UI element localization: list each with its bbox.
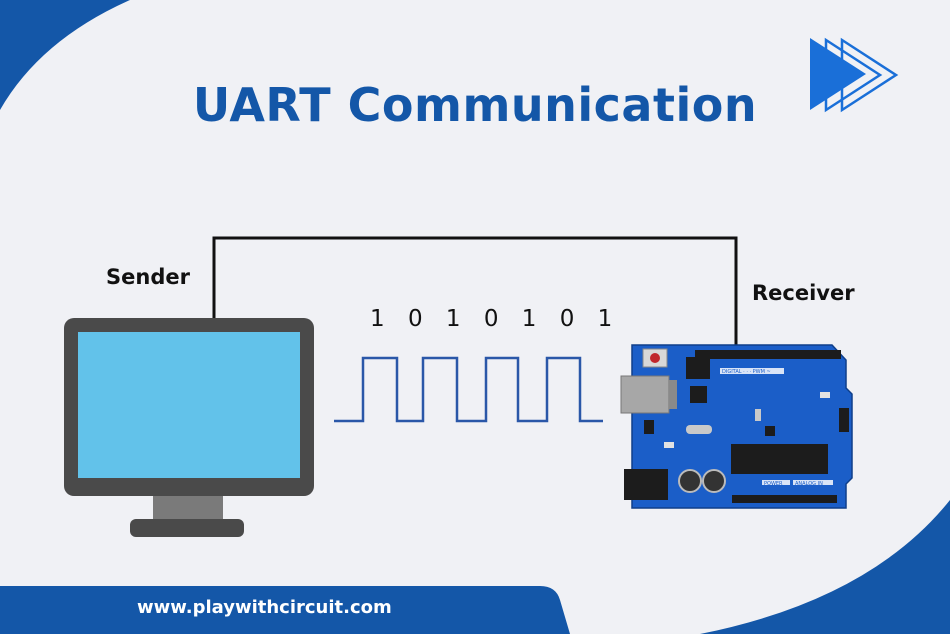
receiver-label: Receiver: [752, 281, 855, 305]
bottom-right-corner-shape: [700, 500, 950, 634]
bit-sequence: 1 0 1 0 1 0 1: [370, 306, 621, 332]
play-arrow-icon: [810, 37, 899, 113]
page-title: UART Communication: [192, 78, 758, 132]
sender-label: Sender: [106, 265, 190, 289]
board-analog-label: ANALOG IN: [795, 481, 823, 487]
footer-url[interactable]: www.playwithcircuit.com: [137, 597, 392, 618]
board-power-label: POWER: [764, 481, 783, 487]
square-wave-signal: [334, 356, 603, 423]
footer-band: [0, 586, 570, 634]
computer-monitor-icon: [64, 318, 314, 537]
arduino-board-icon: [620, 344, 853, 509]
board-digital-label: DIGITAL · · · PWM ~: [722, 369, 771, 375]
connection-wire: [212, 236, 738, 350]
top-left-corner-shape: [0, 0, 130, 110]
